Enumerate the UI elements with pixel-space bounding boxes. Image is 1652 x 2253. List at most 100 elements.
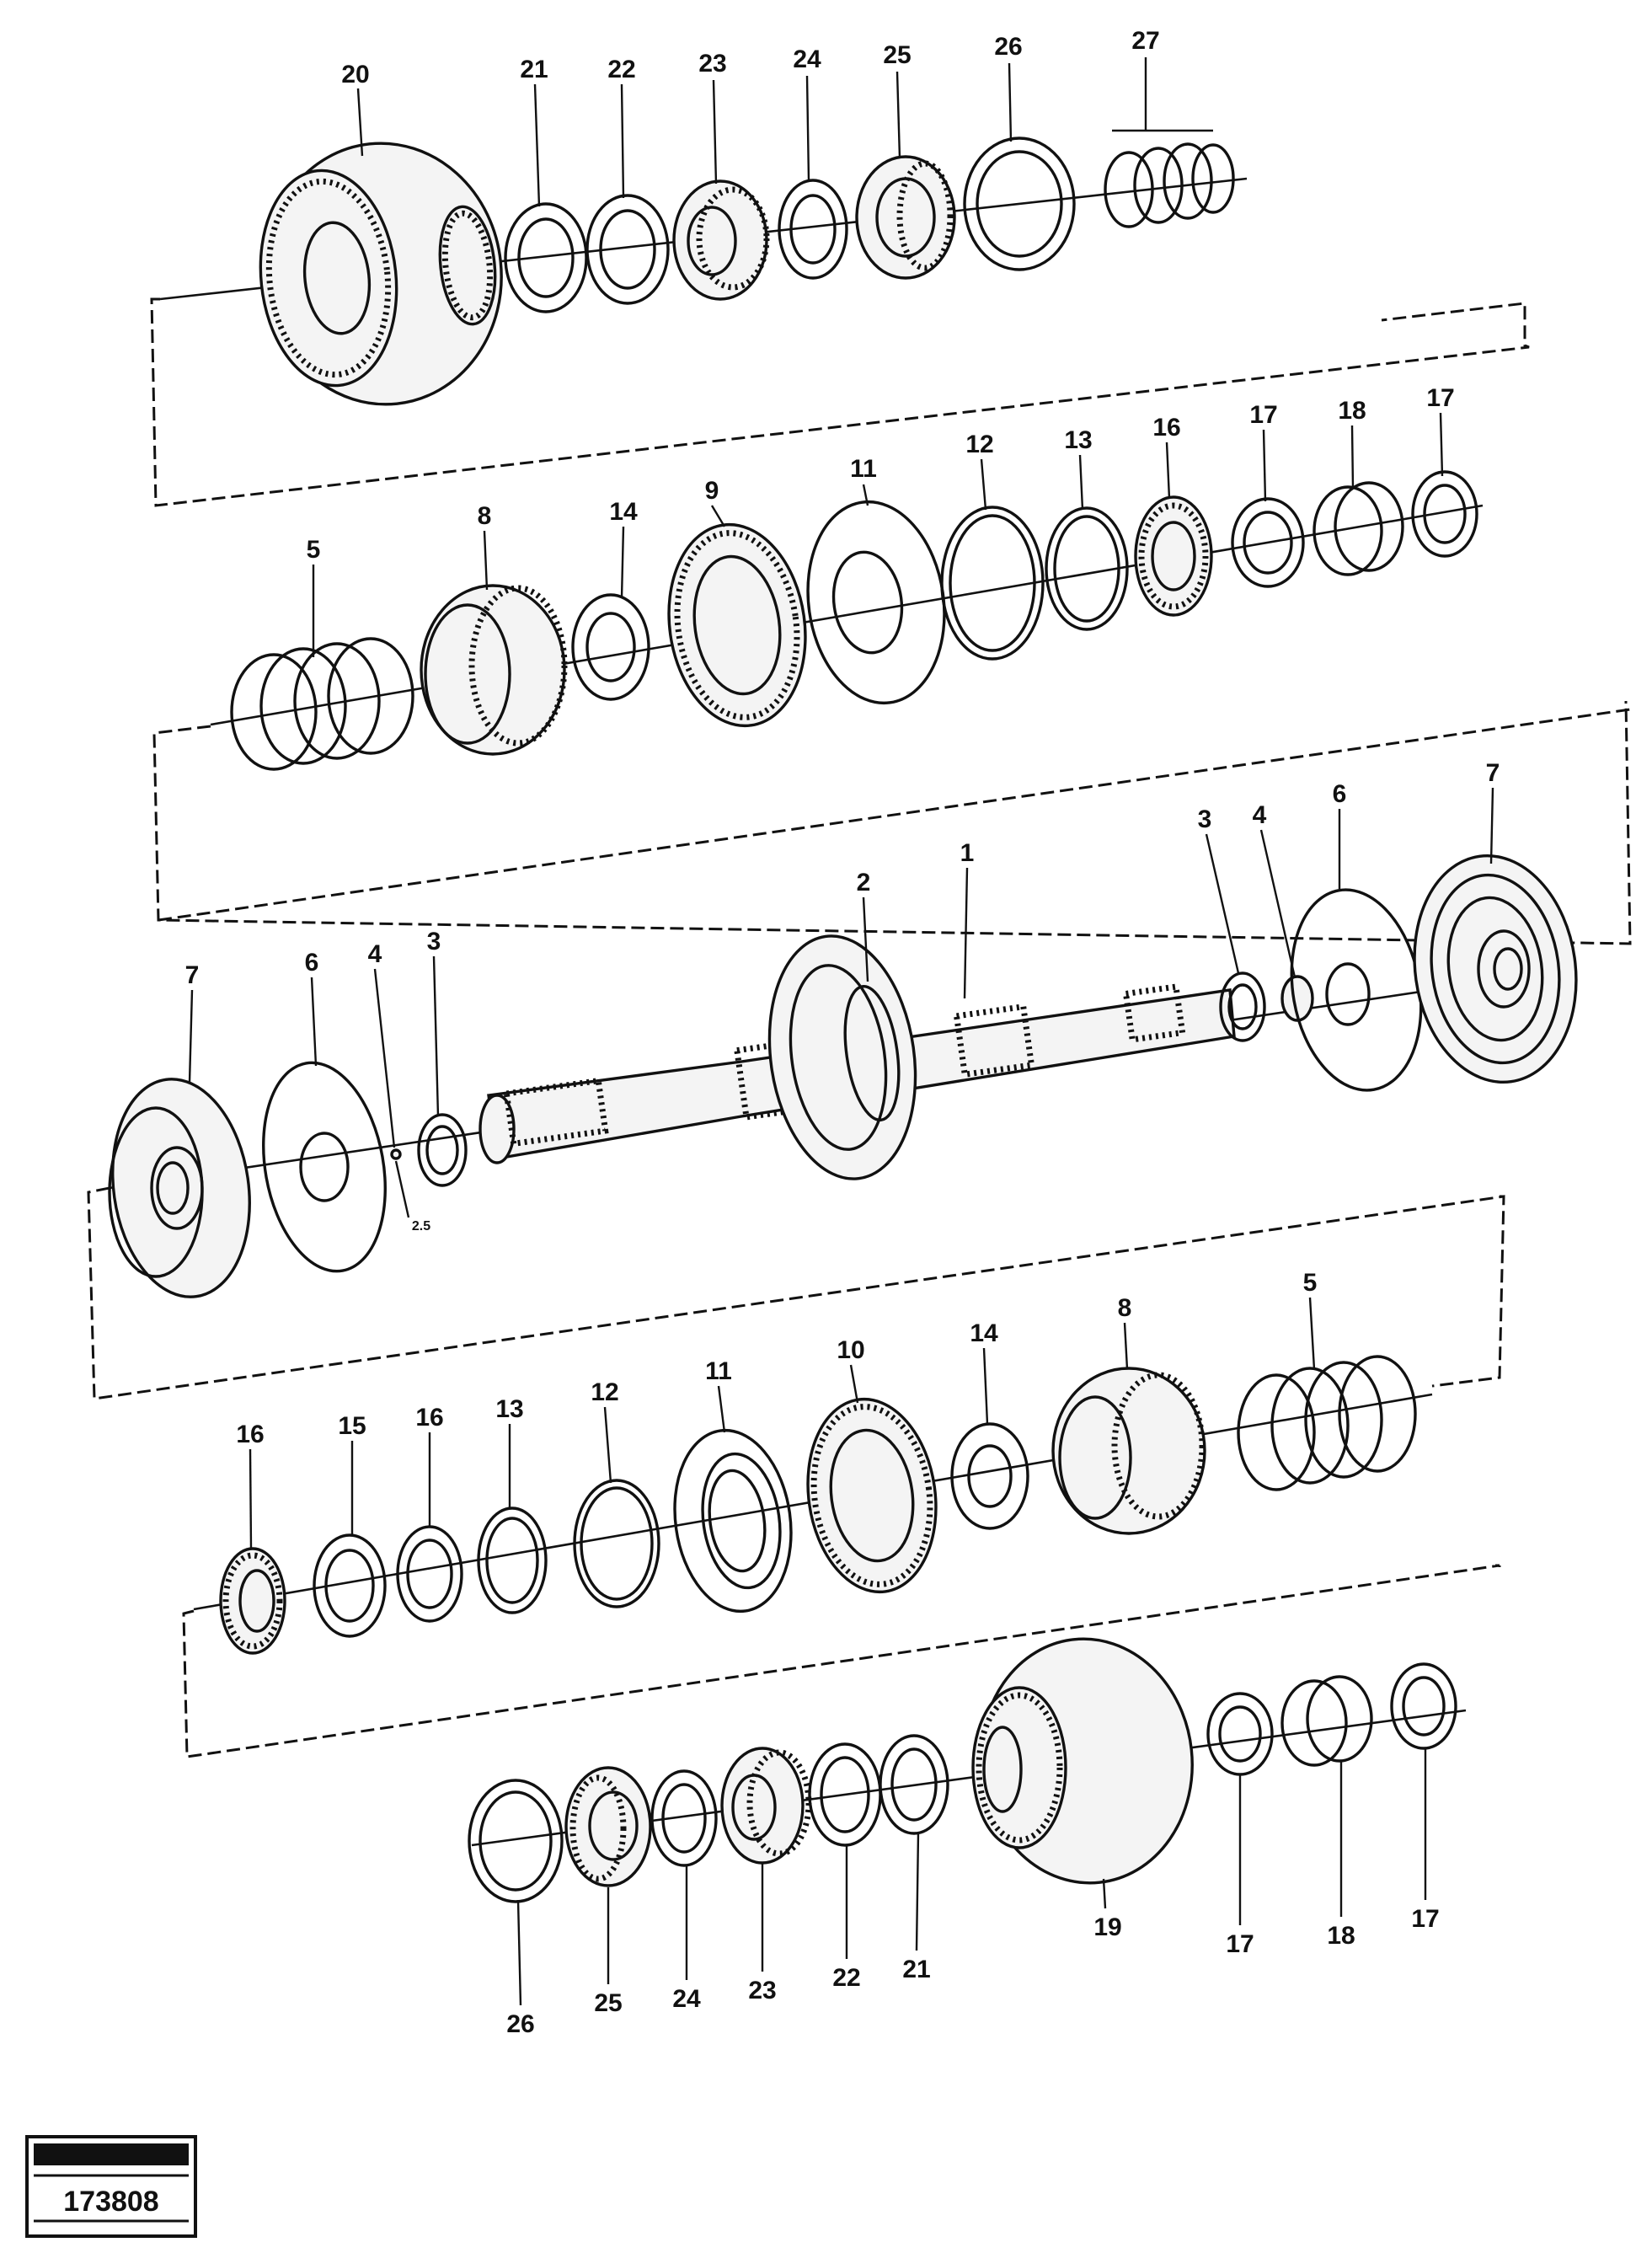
part-12-ring-row4	[573, 1479, 660, 1608]
callout-18: 18	[1338, 397, 1366, 425]
connector-frame-1	[150, 297, 1530, 507]
part-13-ring	[1045, 506, 1129, 631]
callout-23-row5: 23	[748, 1977, 776, 2004]
part-2-gear	[767, 934, 917, 1180]
callouts-row-1: 20 21 22 23 24 25 26 27	[341, 27, 1159, 88]
callout-25-row5: 25	[594, 1989, 622, 2017]
callout-3-left: 3	[427, 928, 441, 955]
part-19-drum	[971, 1637, 1194, 1885]
callout-27: 27	[1131, 27, 1159, 55]
drawing-number: 173808	[63, 2186, 158, 2218]
row-4-assembly	[193, 1355, 1433, 1655]
part-21-ring-row5	[879, 1734, 949, 1835]
part-18-sleeve-row5	[1280, 1675, 1373, 1767]
part-16-bearing-row4	[219, 1547, 286, 1655]
part-11-disc-row4	[673, 1428, 793, 1613]
callout-7-right: 7	[1486, 759, 1500, 787]
callout-8-row4: 8	[1118, 1294, 1132, 1322]
row-3-assembly	[108, 854, 1578, 1298]
callout-13-row4: 13	[495, 1395, 523, 1423]
part-23-bearing-row5	[720, 1747, 812, 1865]
leader-lines	[188, 57, 1494, 2006]
callout-16: 16	[1152, 414, 1180, 442]
part-11-disc	[806, 500, 946, 705]
part-14-ring	[571, 593, 650, 701]
callout-4-left: 4	[368, 940, 382, 968]
connector-frame-3	[87, 1186, 1505, 1400]
row-1-assembly	[159, 136, 1248, 406]
part-9-gear	[667, 522, 807, 728]
callout-17d: 17	[1411, 1905, 1439, 1933]
part-13-ring-row4	[477, 1506, 548, 1614]
part-6-disc-left	[262, 1061, 387, 1273]
callout-11: 11	[850, 455, 877, 483]
part-24-ring	[778, 179, 848, 280]
callout-7-left: 7	[185, 961, 200, 989]
callout-12: 12	[965, 431, 993, 458]
callout-18-row5: 18	[1327, 1922, 1355, 1950]
callout-24-row5: 24	[672, 1985, 701, 2013]
callout-2: 2	[857, 869, 871, 896]
part-16-bearing	[1134, 495, 1213, 617]
callout-3-right: 3	[1198, 805, 1212, 833]
callout-21-row5: 21	[902, 1956, 930, 1983]
part-5-rings	[230, 637, 414, 771]
part-27-rings	[1104, 142, 1235, 228]
callout-6-left: 6	[305, 949, 319, 977]
part-23-bearing	[672, 179, 770, 301]
part-17-ring-c	[1206, 1692, 1274, 1776]
drawing-number-stamp: 173808	[25, 2135, 197, 2238]
part-21-ring	[504, 202, 588, 313]
callout-22-row5: 22	[832, 1964, 860, 1992]
callouts-row-5: 26 25 24 23 22 21 19 17 18 17	[506, 1905, 1439, 2038]
callout-26-row5: 26	[506, 2010, 534, 2038]
part-18-sleeve	[1313, 481, 1404, 576]
part-20-drum	[259, 142, 503, 406]
part-5-rings-row4	[1237, 1355, 1417, 1491]
callouts-row-4: 16 15 16 13 12 11 10 14 8 5	[236, 1269, 1317, 1448]
callout-14: 14	[609, 498, 638, 526]
part-4-pin-left	[390, 1148, 402, 1160]
callouts-row-3: 7 6 4 3 2 1 3 4 6 7 2.5	[185, 759, 1500, 1234]
callouts-row-2: 5 8 14 9 11 12 13 16 17 18 17	[307, 384, 1455, 564]
part-8-hub-row4	[1051, 1367, 1206, 1535]
callout-16-row4a: 16	[236, 1421, 264, 1448]
part-24-ring-row5	[650, 1769, 718, 1867]
part-7-hub-left	[108, 1078, 251, 1298]
part-17-ring-a	[1231, 497, 1305, 588]
part-26-race	[963, 136, 1076, 271]
callout-4-right: 4	[1253, 801, 1267, 829]
callout-8: 8	[478, 502, 492, 530]
connector-frame-4	[182, 1564, 1500, 1758]
callout-note-2-5: 2.5	[412, 1219, 430, 1234]
callout-14-row4: 14	[970, 1319, 998, 1347]
row-2-assembly	[210, 470, 1484, 771]
callout-15: 15	[338, 1412, 366, 1440]
callout-5: 5	[307, 536, 321, 564]
row-5-assembly	[468, 1637, 1467, 1903]
part-15-ring	[313, 1533, 387, 1638]
part-10-gear	[806, 1397, 938, 1594]
callout-16-row4b: 16	[415, 1404, 443, 1432]
callout-25: 25	[883, 41, 911, 69]
callout-17a: 17	[1249, 401, 1277, 429]
part-25-bearing-row5	[564, 1766, 652, 1887]
connector-frame-2b	[158, 708, 1631, 922]
callout-6-right: 6	[1333, 780, 1347, 808]
part-25-bearing	[855, 155, 956, 280]
callout-17b: 17	[1426, 384, 1454, 412]
callout-21: 21	[520, 56, 548, 83]
callout-1: 1	[960, 839, 975, 867]
callout-23: 23	[698, 50, 726, 78]
part-3-ring-left	[417, 1113, 468, 1187]
callout-20: 20	[341, 61, 369, 88]
part-16-ring-row4	[396, 1525, 463, 1623]
callout-13: 13	[1064, 426, 1092, 454]
callout-12-row4: 12	[591, 1378, 618, 1406]
part-17-ring-b	[1411, 470, 1478, 558]
callout-19: 19	[1093, 1913, 1121, 1941]
callout-9: 9	[705, 477, 719, 505]
callout-10: 10	[837, 1336, 864, 1364]
part-12-ring	[940, 506, 1045, 661]
